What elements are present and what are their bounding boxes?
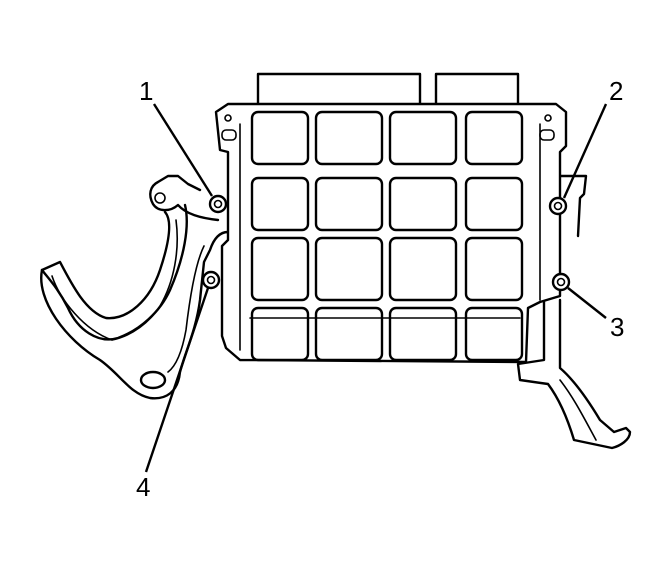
pocket-r3-c3	[388, 236, 458, 302]
bolt-3	[551, 272, 571, 292]
pocket-r2-c3	[388, 176, 458, 232]
callout-3: 3	[610, 312, 624, 342]
pocket-r4-c4	[464, 306, 524, 362]
pocket-r2-c4	[464, 176, 524, 232]
pocket-r1-c2	[314, 110, 384, 166]
leader-line-1	[152, 103, 214, 197]
leader-line-3	[567, 287, 607, 319]
callout-leaders	[144, 103, 608, 473]
leader-line-4	[144, 287, 210, 473]
pocket-r1-c1	[250, 110, 310, 166]
pocket-r4-c1	[250, 306, 310, 362]
module-housing	[214, 102, 568, 364]
callout-2: 2	[609, 76, 623, 106]
bolt-1	[208, 194, 228, 214]
pocket-r3-c1	[250, 236, 310, 302]
callout-4: 4	[136, 472, 150, 502]
fasteners	[201, 194, 571, 292]
callout-1: 1	[139, 76, 153, 106]
pocket-r3-c2	[314, 236, 384, 302]
pocket-r2-c1	[250, 176, 310, 232]
right-bracket-arm	[516, 174, 632, 450]
pocket-r4-c3	[388, 306, 458, 362]
pocket-r3-c4	[464, 236, 524, 302]
callout-labels: 1 2 3 4	[136, 76, 624, 502]
left-bracket-arm	[40, 174, 230, 400]
pocket-r4-c2	[314, 306, 384, 362]
bolt-2	[548, 196, 568, 216]
leader-line-2	[562, 103, 608, 199]
bolt-4	[201, 270, 221, 290]
pocket-grid	[250, 110, 524, 362]
pocket-r1-c4	[464, 110, 524, 166]
pocket-r2-c2	[314, 176, 384, 232]
pocket-r1-c3	[388, 110, 458, 166]
